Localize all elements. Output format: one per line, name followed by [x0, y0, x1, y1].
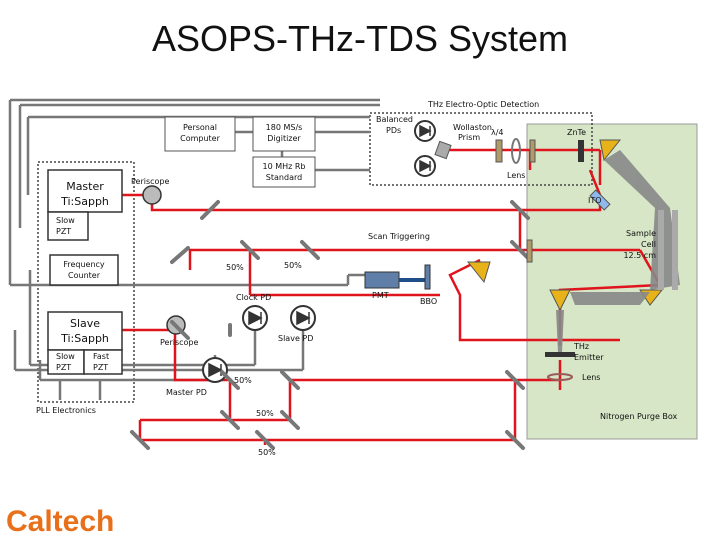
label-wollaston-1: Wollaston	[453, 123, 492, 132]
label-nitrogen-purge-box: Nitrogen Purge Box	[600, 412, 678, 421]
label-pmt: PMT	[372, 291, 389, 300]
bbo-crystal	[424, 264, 431, 290]
label-sample-cell-2: Cell	[641, 240, 656, 249]
label-fast-pzt-1: Fast	[93, 352, 109, 361]
waveplate-top	[529, 139, 536, 163]
label-balanced-pds-1: Balanced	[376, 115, 413, 124]
parabolic-mirror-znte	[599, 139, 622, 162]
label-clock-pd: Clock PD	[236, 293, 271, 302]
scan-waveplate	[526, 239, 533, 263]
sample-cell-window	[672, 210, 678, 290]
label-wollaston-2: Prism	[458, 133, 480, 142]
master-pd	[202, 357, 228, 383]
label-digitizer-1: 180 MS/s	[266, 123, 303, 132]
slave-fast-pzt-box[interactable]	[83, 349, 123, 375]
label-lens-bottom: Lens	[582, 373, 600, 382]
label-pll-electronics: PLL Electronics	[36, 406, 96, 415]
wollaston-prism	[434, 140, 452, 160]
label-fast-pzt-2: PZT	[93, 363, 108, 372]
label-slow-pzt-slave-1: Slow	[56, 352, 75, 361]
label-split-50-e: 50%	[258, 448, 276, 457]
label-znte: ZnTe	[567, 128, 586, 137]
page-title: ASOPS-THz-TDS System	[151, 18, 569, 59]
label-bbo: BBO	[420, 297, 437, 306]
label-split-50-c: 50%	[234, 376, 252, 385]
sample-cell	[658, 210, 664, 290]
lens-bottom	[547, 373, 573, 381]
label-thz-emitter-2: Emitter	[574, 353, 604, 362]
slave-laser-box[interactable]	[47, 311, 123, 351]
label-slave-1: Slave	[70, 317, 100, 330]
ito-plate	[589, 189, 611, 211]
label-periscope-bottom: Periscope	[160, 338, 199, 347]
label-split-50-a: 50%	[226, 263, 244, 272]
label-balanced-pds-2: PDs	[386, 126, 401, 135]
clock-pd	[242, 305, 268, 331]
label-master-2: Ti:Sapph	[60, 195, 109, 208]
label-rb-standard-1: 10 MHz Rb	[262, 162, 305, 171]
label-personal-computer-2: Computer	[180, 134, 220, 143]
balanced-pd-1	[414, 120, 436, 142]
label-sample-cell-1: Sample	[626, 229, 656, 238]
label-thz-emitter-1: THz	[573, 342, 589, 351]
lens-top	[511, 138, 521, 164]
slave-slow-pzt-box[interactable]	[47, 349, 85, 375]
master-laser-box[interactable]	[47, 169, 123, 213]
label-slow-pzt-master-1: Slow	[56, 216, 75, 225]
personal-computer-box	[164, 116, 236, 152]
label-personal-computer-1: Personal	[183, 123, 217, 132]
label-slow-pzt-master-2: PZT	[56, 227, 71, 236]
label-digitizer-2: Digitizer	[267, 134, 301, 143]
parabolic-mirror-emitter	[549, 289, 571, 312]
frequency-counter-box[interactable]	[49, 254, 119, 286]
master-slow-pzt-box[interactable]	[47, 211, 89, 241]
label-rb-standard-2: Standard	[266, 173, 302, 182]
znte-crystal	[578, 140, 584, 162]
label-ito: ITO	[588, 196, 602, 205]
label-split-50-d: 50%	[256, 409, 274, 418]
label-thz-eo-detection: THz Electro-Optic Detection	[427, 100, 539, 109]
label-lens-top: Lens	[507, 171, 525, 180]
digitizer-box	[252, 116, 316, 152]
rb-standard-box	[252, 156, 316, 188]
periscope-top	[142, 185, 162, 205]
label-split-50-b: 50%	[284, 261, 302, 270]
label-slow-pzt-slave-2: PZT	[56, 363, 71, 372]
pmt-box	[364, 271, 400, 289]
slave-pd	[290, 305, 316, 331]
label-frequency-counter-2: Counter	[68, 271, 101, 280]
label-periscope-top: Periscope	[131, 177, 170, 186]
label-sample-cell-3: 12.5 cm	[623, 251, 656, 260]
label-frequency-counter-1: Frequency	[63, 260, 105, 269]
thz-emitter	[545, 352, 575, 357]
lambda4-plate	[495, 139, 503, 163]
label-master-1: Master	[66, 180, 104, 193]
label-master-pd: Master PD	[166, 388, 207, 397]
balanced-pd-2	[414, 155, 436, 177]
label-slave-pd: Slave PD	[278, 334, 313, 343]
label-slave-2: Ti:Sapph	[60, 332, 109, 345]
pll-electronics-box	[37, 161, 135, 403]
mirrors	[130, 200, 530, 450]
parabolic-mirror-bbo	[466, 261, 491, 284]
caltech-logo: Caltech	[6, 505, 114, 538]
label-lambda4: λ/4	[491, 128, 504, 137]
label-scan-triggering: Scan Triggering	[368, 232, 430, 241]
